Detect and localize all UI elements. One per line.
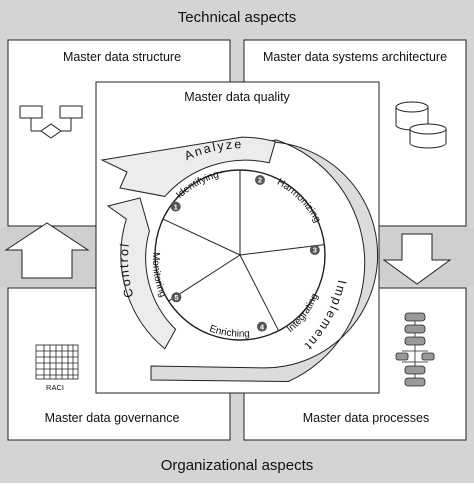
- process-flow-icon: [395, 312, 435, 387]
- governance-title: Master data governance: [45, 411, 180, 425]
- raci-label: RACI: [46, 383, 64, 392]
- step-badge-4: 4: [257, 321, 267, 332]
- step-badge-3: 3: [309, 245, 320, 255]
- step-badge-5: 5: [171, 292, 182, 303]
- wheel-divider: [239, 244, 325, 256]
- badge-circle: [309, 245, 320, 255]
- raci-grid-icon: [35, 344, 79, 380]
- systems-title: Master data systems architecture: [263, 50, 447, 64]
- implement-band: [150, 139, 379, 383]
- step-badge-1: 1: [170, 201, 181, 212]
- step-badge-2: 2: [255, 175, 265, 185]
- svg-text:3: 3: [313, 246, 317, 255]
- wheel-divider: [239, 254, 280, 331]
- analyze-band: [100, 136, 276, 197]
- badge-circle: [170, 201, 181, 212]
- svg-text:4: 4: [260, 322, 265, 331]
- badge-circle: [171, 292, 182, 303]
- badge-circle: [255, 175, 265, 185]
- process-wheel: [154, 169, 326, 341]
- control-band: [106, 197, 177, 350]
- control-label: Control: [117, 241, 136, 299]
- entity-relationship-icon: [19, 105, 83, 139]
- technical-aspects-label: Technical aspects: [178, 9, 296, 26]
- up-arrow-icon: [4, 222, 90, 279]
- quality-title: Master data quality: [184, 90, 290, 104]
- badge-circle: [257, 321, 267, 332]
- svg-text:1: 1: [174, 202, 178, 211]
- wheel-divider: [168, 254, 241, 302]
- wheel-divider: [162, 218, 241, 256]
- svg-text:5: 5: [174, 293, 178, 302]
- down-arrow-icon: [382, 233, 452, 285]
- svg-text:2: 2: [258, 176, 262, 185]
- database-icon: [395, 101, 447, 149]
- organizational-aspects-label: Organizational aspects: [161, 457, 314, 474]
- processes-title: Master data processes: [303, 411, 429, 425]
- structure-title: Master data structure: [63, 50, 181, 64]
